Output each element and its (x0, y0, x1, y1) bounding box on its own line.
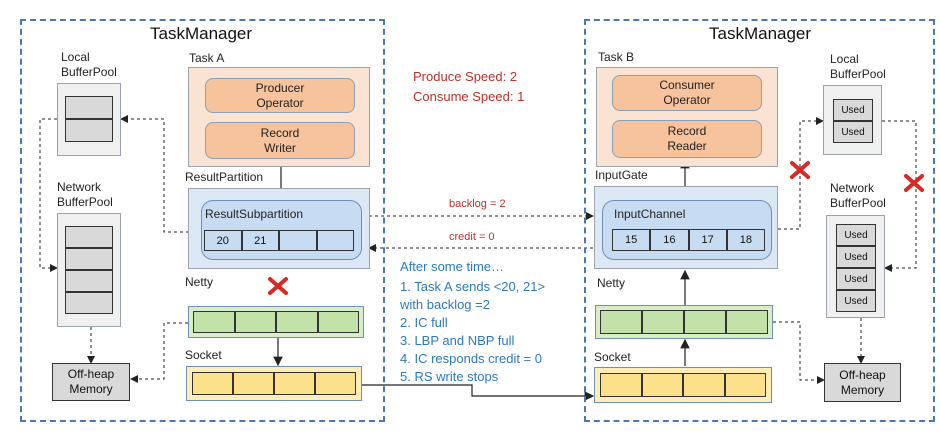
right-network-bufferpool: Used Used Used Used (826, 215, 885, 318)
left-netty-cell (276, 311, 318, 333)
rs-buffer-1: 20 (204, 230, 242, 251)
left-networkbp-label: Network BufferPool (57, 180, 113, 209)
producer-operator: Producer Operator (205, 78, 355, 113)
right-netty-label: Netty (597, 276, 626, 290)
left-local-bufferpool (57, 83, 121, 156)
left-taskmanager (20, 19, 385, 422)
left-socket-cell (274, 372, 315, 395)
ic-buffer-3: 17 (688, 229, 727, 251)
note-1: 1. Task A sends <20, 21> (400, 279, 546, 294)
consumer-operator: Consumer Operator (612, 75, 762, 111)
right-network-used-4: Used (836, 290, 876, 312)
right-socket-buffers (594, 367, 772, 403)
right-netty-cell (684, 310, 726, 334)
note-3: 3. LBP and NBP full (400, 333, 515, 348)
right-offheap-label: Off-heap Memory (839, 368, 886, 397)
left-localbp-label: Local BufferPool (61, 50, 117, 79)
note-1b: with backlog =2 (400, 297, 490, 312)
left-netty-label: Netty (185, 275, 214, 289)
right-local-used-2: Used (833, 121, 873, 143)
left-socket-cell (315, 372, 356, 395)
consume-speed: Consume Speed: 1 (413, 89, 525, 104)
record-reader-label: Record Reader (667, 124, 707, 153)
right-local-used-1: Used (833, 99, 873, 121)
right-network-used-3: Used (836, 268, 876, 290)
right-socket-label: Socket (594, 350, 631, 364)
left-socket-label: Socket (185, 348, 222, 362)
input-channel-buffers: 15 16 17 18 (612, 229, 765, 251)
left-socket-cell (233, 372, 274, 395)
cross-netty-left (268, 277, 288, 295)
right-network-used-2: Used (836, 246, 876, 268)
notes-heading: After some time… (400, 259, 505, 274)
right-localbp-label: Local BufferPool (830, 52, 886, 81)
left-netty-buffers (188, 306, 364, 338)
credit-label: credit = 0 (449, 231, 495, 243)
right-netty-cell (726, 310, 768, 334)
dash-netty-offheap-right (773, 321, 825, 384)
right-offheap-memory: Off-heap Memory (824, 363, 901, 402)
input-gate-label: InputGate (595, 168, 648, 182)
left-task-label: Task A (189, 51, 225, 65)
note-2: 2. IC full (400, 315, 448, 330)
record-reader: Record Reader (612, 120, 762, 158)
result-subpartition-buffers: 20 21 (204, 230, 354, 251)
rs-buffer-2: 21 (241, 230, 279, 251)
right-netty-cell (642, 310, 684, 334)
left-offheap-label: Off-heap Memory (67, 367, 115, 396)
record-writer: Record Writer (205, 122, 355, 159)
produce-speed: Produce Speed: 2 (413, 69, 518, 84)
right-networkbp-label: Network BufferPool (830, 181, 886, 210)
ic-buffer-2: 16 (650, 229, 689, 251)
right-task-label: Task B (598, 50, 635, 64)
record-writer-label: Record Writer (260, 125, 300, 155)
left-netty-cell (193, 311, 235, 333)
dash-localbp-networkbp (39, 118, 58, 272)
right-netty-cell (600, 310, 642, 334)
right-taskmanager-title: TaskManager (709, 24, 812, 43)
note-5: 5. RS write stops (400, 369, 499, 384)
right-netty-buffers (595, 305, 773, 339)
right-socket-cell (724, 373, 766, 397)
right-local-bufferpool: Used Used (823, 85, 882, 155)
left-netty-cell (234, 311, 276, 333)
dash-netty-offheap (130, 322, 188, 383)
right-network-used-1: Used (836, 224, 876, 246)
right-socket-cell (683, 373, 725, 397)
right-socket-cell (600, 373, 642, 397)
note-4: 4. IC responds credit = 0 (400, 351, 542, 366)
cross-right-upper (790, 161, 810, 179)
rs-buffer-3 (279, 230, 317, 251)
left-offheap-memory: Off-heap Memory (52, 363, 130, 401)
input-channel-label: InputChannel (614, 207, 686, 221)
left-socket-buffers (186, 366, 362, 401)
result-subpartition-label: ResultSubpartition (205, 207, 304, 221)
ic-buffer-4: 18 (726, 229, 765, 251)
producer-operator-label: Producer Operator (255, 80, 305, 110)
dash-partition-localbp (120, 115, 201, 233)
right-socket-cell (641, 373, 683, 397)
left-network-bufferpool (57, 213, 121, 327)
consumer-operator-label: Consumer Operator (659, 78, 715, 107)
arrow-socket-socket (362, 384, 595, 401)
ic-buffer-1: 15 (612, 229, 651, 251)
result-partition-label: ResultPartition (185, 170, 264, 184)
backlog-label: backlog = 2 (449, 198, 506, 210)
left-socket-cell (192, 372, 233, 395)
left-netty-cell (317, 311, 359, 333)
cross-right-lower (904, 174, 924, 192)
rs-buffer-4 (316, 230, 354, 251)
left-taskmanager-title: TaskManager (150, 24, 253, 43)
right-taskmanager (584, 19, 935, 422)
